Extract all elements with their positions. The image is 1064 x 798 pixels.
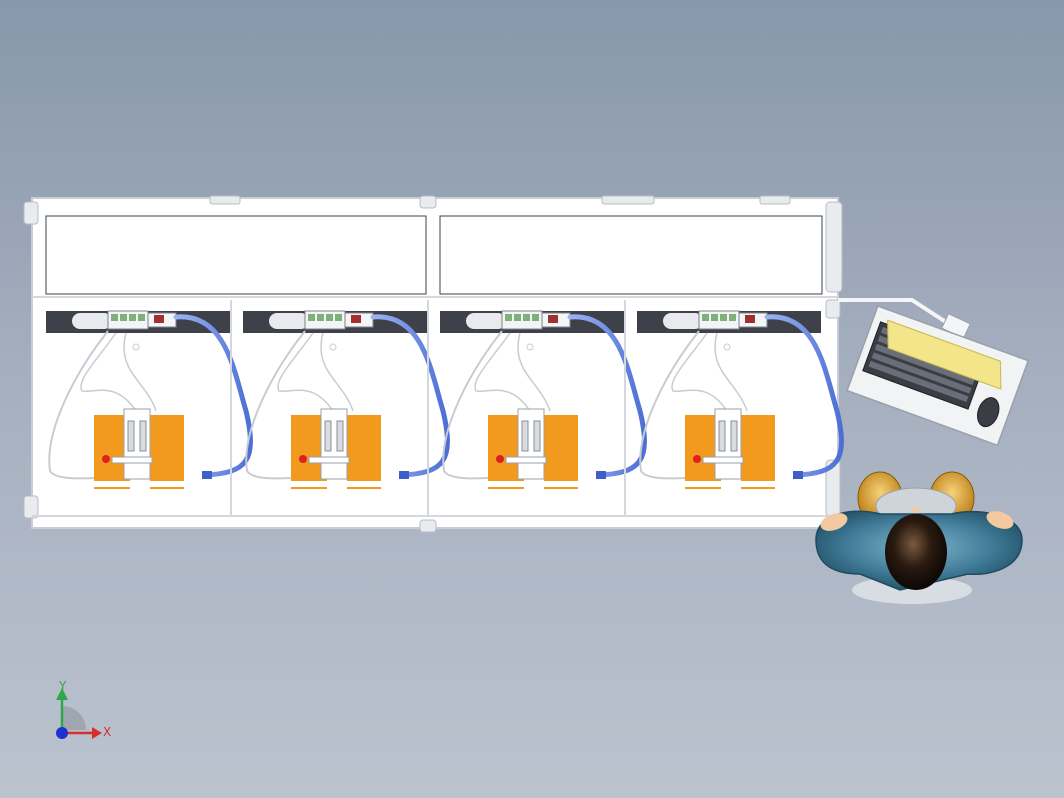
frame-posts [23,195,843,533]
axis-y-label: Y [58,679,67,693]
operator-figure-icon [815,471,1023,604]
station-1[interactable] [46,310,253,489]
cable-bundle [245,330,324,480]
sensor-marker [299,455,307,463]
axis-x-label: X [103,725,111,739]
fixture-right [150,415,184,489]
cable-bundle [639,330,718,480]
station-group [46,300,844,516]
cable-bundle [48,330,127,480]
sensor-marker [496,455,504,463]
air-hose [567,314,647,478]
fixture-right [741,415,775,489]
air-hose [173,314,253,478]
cable-bundle [442,330,521,480]
top-panel-right [439,215,823,295]
top-panel-left [45,215,427,295]
air-hose [370,314,450,478]
operator-head [885,514,947,590]
air-hose [764,314,844,478]
station-4[interactable] [624,300,844,516]
fixture-right [544,415,578,489]
fixture-right [347,415,381,489]
sensor-marker [693,455,701,463]
sensor-marker [102,455,110,463]
mouse-icon [977,397,1000,428]
station-3[interactable] [427,300,647,516]
keyboard-tray-assembly [838,298,1030,447]
coordinate-triad-icon: Y X [56,679,111,739]
station-2[interactable] [230,300,450,516]
